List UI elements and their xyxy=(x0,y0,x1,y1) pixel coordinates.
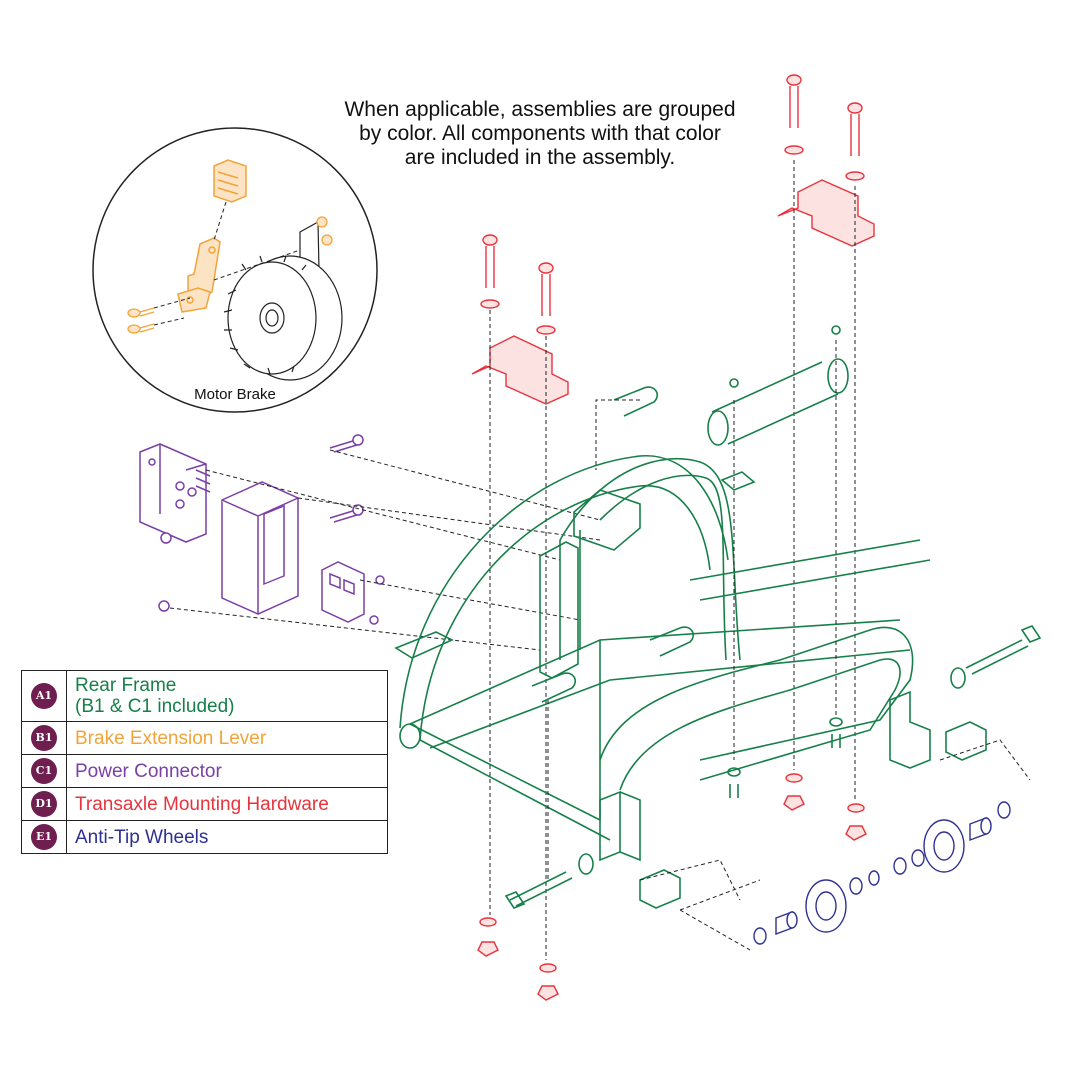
motor-brake-inset xyxy=(92,127,378,413)
assembly-legend: A1 Rear Frame (B1 & C1 included) B1 Brak… xyxy=(21,670,388,854)
legend-row-d1: D1 Transaxle Mounting Hardware xyxy=(21,787,388,821)
note-line-2: by color. All components with that color xyxy=(359,122,721,145)
motor-housing xyxy=(223,220,343,381)
legend-badge-a1: A1 xyxy=(31,683,57,709)
transaxle-hardware-part xyxy=(471,74,875,1001)
note-line-1: When applicable, assemblies are grouped xyxy=(344,98,736,121)
legend-label-b1: Brake Extension Lever xyxy=(66,721,388,755)
frame-leader-lines xyxy=(547,340,1031,901)
anti-tip-wheels-part xyxy=(753,801,1011,945)
legend-label-d1: Transaxle Mounting Hardware xyxy=(66,787,388,821)
legend-row-a1: A1 Rear Frame (B1 & C1 included) xyxy=(21,670,388,722)
connector-leader-lines xyxy=(169,449,601,651)
brake-leader-lines xyxy=(153,201,301,326)
legend-label-a1-sub: (B1 & C1 included) xyxy=(75,696,235,717)
legend-badge-e1: E1 xyxy=(31,824,57,850)
power-connector-part xyxy=(139,434,385,625)
legend-row-c1: C1 Power Connector xyxy=(21,754,388,788)
motor-brake-label: Motor Brake xyxy=(194,386,276,403)
legend-badge-b1: B1 xyxy=(31,725,57,751)
assembly-color-note: When applicable, assemblies are grouped … xyxy=(300,98,780,170)
legend-label-a1: Rear Frame xyxy=(75,675,177,696)
rear-frame-part xyxy=(394,325,1042,909)
brake-lever-part xyxy=(177,159,247,313)
legend-row-e1: E1 Anti-Tip Wheels xyxy=(21,820,388,854)
wheel-leader-lines xyxy=(679,879,761,951)
legend-badge-c1: C1 xyxy=(31,758,57,784)
hardware-leader-lines xyxy=(489,160,856,960)
legend-row-b1: B1 Brake Extension Lever xyxy=(21,721,388,755)
note-line-3: are included in the assembly. xyxy=(404,146,676,169)
brake-screws xyxy=(127,216,333,334)
legend-label-c1: Power Connector xyxy=(66,754,388,788)
legend-label-e1: Anti-Tip Wheels xyxy=(66,820,388,854)
legend-badge-d1: D1 xyxy=(31,791,57,817)
